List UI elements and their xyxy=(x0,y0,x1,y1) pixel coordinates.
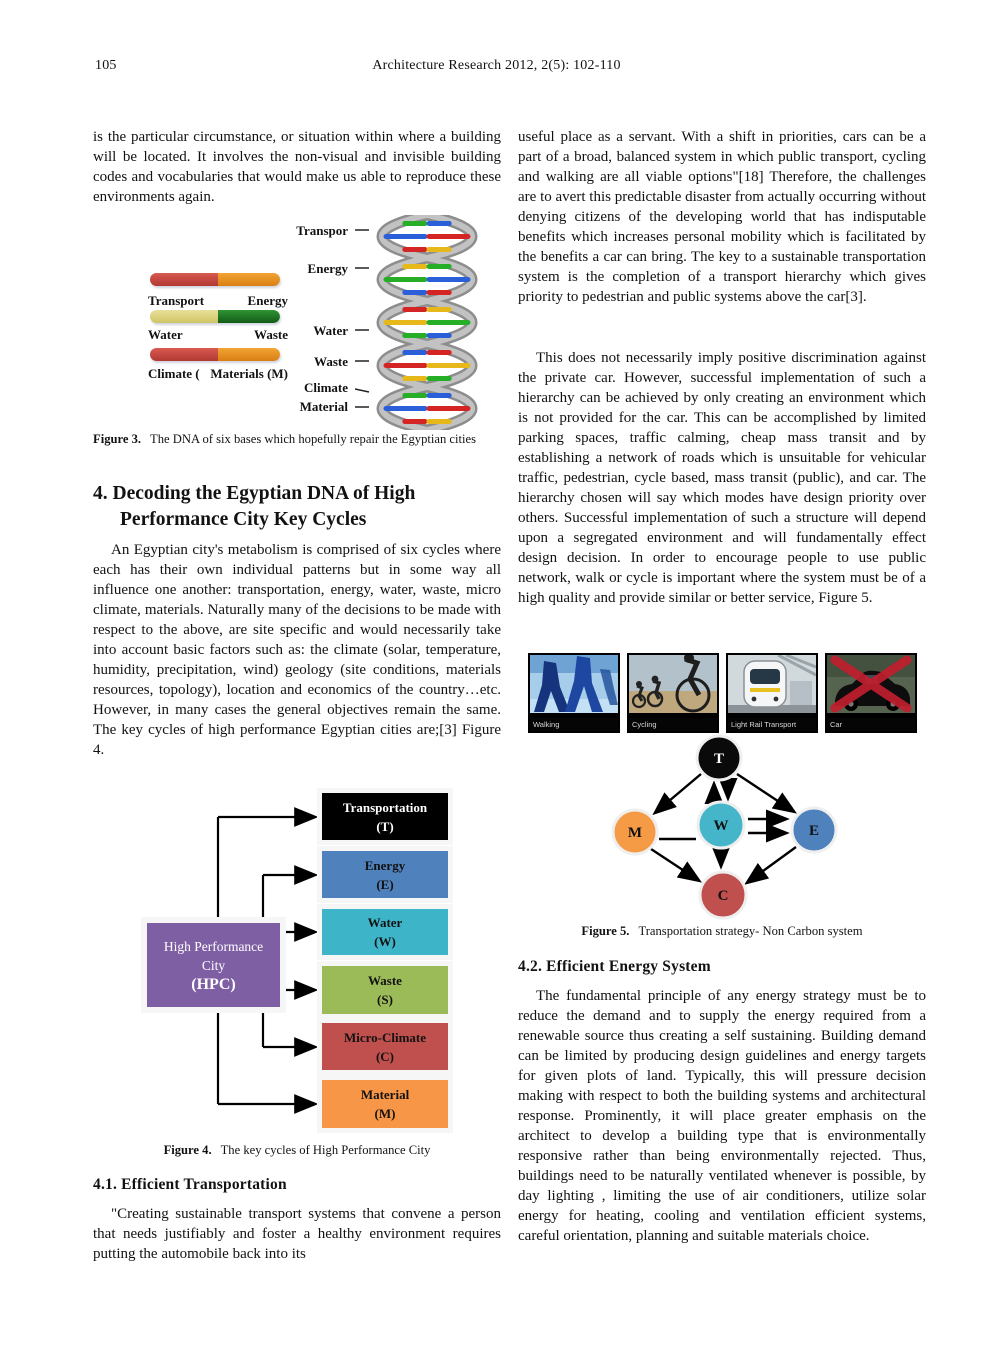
figure4-flowchart: High Performance City (HPC) Transportati… xyxy=(120,790,460,1142)
cycle-box-label: Transportation xyxy=(342,799,428,815)
figure3-dna-illustration: Transport Energy Water Waste Climate ( M… xyxy=(93,215,501,430)
helix-label-water: Water xyxy=(313,323,348,338)
cycle-box-abbr: (S) xyxy=(377,992,393,1007)
node-material xyxy=(611,808,659,856)
node-letter-C: C xyxy=(718,888,729,904)
photo-cycling: Cycling xyxy=(627,653,719,733)
red-x-icon xyxy=(830,655,912,713)
node-water xyxy=(696,800,746,850)
figure3-caption: Figure 3. The DNA of six bases which hope… xyxy=(93,432,501,447)
dna-bar-transport-energy xyxy=(150,273,280,286)
section-4-1-paragraph: "Creating sustainable transport systems … xyxy=(93,1206,501,1262)
figure3-caption-label: Figure 3. xyxy=(93,432,142,446)
figure4-caption-label: Figure 4. xyxy=(163,1143,212,1157)
cycle-box-abbr: (W) xyxy=(374,934,396,949)
cycle-box-abbr: (E) xyxy=(376,876,394,892)
hpc-source-box: High Performance City (HPC) xyxy=(147,923,280,1007)
figure5-caption-label: Figure 5. xyxy=(581,924,630,938)
right-paragraph-1: useful place as a servant. With a shift … xyxy=(518,129,926,305)
hpc-line1: High Performance xyxy=(163,938,264,954)
cycle-box-abbr: (T) xyxy=(376,818,394,834)
right-paragraph-2: This does not necessarily imply positive… xyxy=(518,350,926,606)
bar-label: Transport xyxy=(148,293,205,308)
figure4-caption: Figure 4. The key cycles of High Performa… xyxy=(93,1143,501,1158)
section-4-1-heading: 4.1. Efficient Transportation xyxy=(93,1176,287,1193)
cycle-box-material: Material (M) xyxy=(322,1080,448,1128)
photo-label: Car xyxy=(827,718,915,731)
helix-label-climate: Climate xyxy=(303,380,348,395)
hpc-line2: City xyxy=(201,957,226,973)
flow-arrows xyxy=(216,807,319,1114)
bar-half-waste xyxy=(217,310,280,323)
photo-light-rail: Light Rail Transport xyxy=(726,653,818,733)
bar-label: Materials (M) xyxy=(210,366,288,381)
bar-half-transport xyxy=(150,273,218,286)
dna-rungs xyxy=(383,221,471,424)
bar-half-energy xyxy=(217,273,280,286)
bar-half-climate xyxy=(150,348,218,361)
node-climate xyxy=(698,870,748,920)
bar-labels-row: Climate ( Materials (M) xyxy=(148,366,288,382)
diagram-arrows xyxy=(650,772,798,885)
car-image xyxy=(827,655,915,713)
bar-half-materials xyxy=(217,348,280,361)
node-letter-T: T xyxy=(714,751,724,767)
cycle-box-water: Water (W) xyxy=(322,909,448,955)
cycle-box-transportation: Transportation (T) xyxy=(322,793,448,840)
helix-label-energy: Energy xyxy=(307,261,348,276)
node-transport xyxy=(695,734,743,782)
figure5-caption-text: Transportation strategy- Non Carbon syst… xyxy=(638,924,863,938)
cycle-box-energy: Energy (E) xyxy=(322,851,448,898)
cycle-box-label: Waste xyxy=(368,973,402,988)
hpc-line3: (HPC) xyxy=(191,975,236,993)
figure5-photo-strip: Walking Cycling xyxy=(528,653,917,733)
walking-image xyxy=(530,655,618,713)
dna-bar-climate-materials xyxy=(150,348,280,361)
transport-strategy-diagram: T M W E C xyxy=(611,734,838,920)
cycling-image xyxy=(629,653,717,713)
light-rail-image xyxy=(728,653,817,713)
label-leader-ticks xyxy=(355,229,370,408)
photo-label: Walking xyxy=(530,718,618,731)
cycle-box-waste: Waste (S) xyxy=(322,966,448,1014)
bar-label: Water xyxy=(148,327,183,342)
section-4-paragraph: An Egyptian city's metabolism is compris… xyxy=(93,542,501,758)
cycle-box-label: Material xyxy=(360,1087,410,1102)
section-4-2-paragraph: The fundamental principle of any energy … xyxy=(518,988,926,1244)
bar-labels-row: Transport Energy xyxy=(148,293,288,309)
photo-label: Light Rail Transport xyxy=(728,718,816,731)
figure5-caption: Figure 5. Transportation strategy- Non Ca… xyxy=(518,924,926,939)
dna-bar-water-waste xyxy=(150,310,280,323)
cycle-box-abbr: (C) xyxy=(375,1048,395,1064)
node-letter-E: E xyxy=(809,823,819,839)
photo-label: Cycling xyxy=(629,718,717,731)
cycle-box-label: Micro-Climate xyxy=(343,1029,427,1045)
photo-walking: Walking xyxy=(528,653,620,733)
helix-label-waste: Waste xyxy=(314,354,348,369)
node-energy xyxy=(790,806,838,854)
intro-paragraph: is the particular circumstance, or situa… xyxy=(93,129,501,205)
helix-label-transport: Transpor xyxy=(296,223,348,238)
cycle-box-abbr: (M) xyxy=(374,1106,396,1121)
figure3-caption-text: The DNA of six bases which hopefully rep… xyxy=(150,432,477,446)
page-number: 105 xyxy=(95,58,117,73)
helix-label-material: Material xyxy=(299,399,348,414)
node-letter-W: W xyxy=(714,818,729,834)
photo-car-crossed-out: Car xyxy=(825,653,917,733)
figure4-caption-text: The key cycles of High Performance City xyxy=(220,1143,431,1157)
bar-half-water xyxy=(150,310,218,323)
cycle-box-micro-climate: Micro-Climate (C) xyxy=(322,1023,448,1070)
cycle-box-label: Water xyxy=(367,915,403,930)
bar-label: Climate ( xyxy=(148,366,200,381)
node-letter-M: M xyxy=(628,825,642,841)
dna-helix-drawing xyxy=(355,215,478,430)
section-4-2-heading: 4.2. Efficient Energy System xyxy=(518,958,711,975)
bar-label: Energy xyxy=(247,293,288,308)
cycle-box-label: Energy xyxy=(364,857,406,873)
journal-reference: Architecture Research 2012, 2(5): 102-11… xyxy=(372,58,621,73)
section-4-heading: 4. Decoding the Egyptian DNA of High Per… xyxy=(93,483,416,530)
bar-labels-row: Water Waste xyxy=(148,327,288,343)
bar-label: Waste xyxy=(254,327,288,342)
